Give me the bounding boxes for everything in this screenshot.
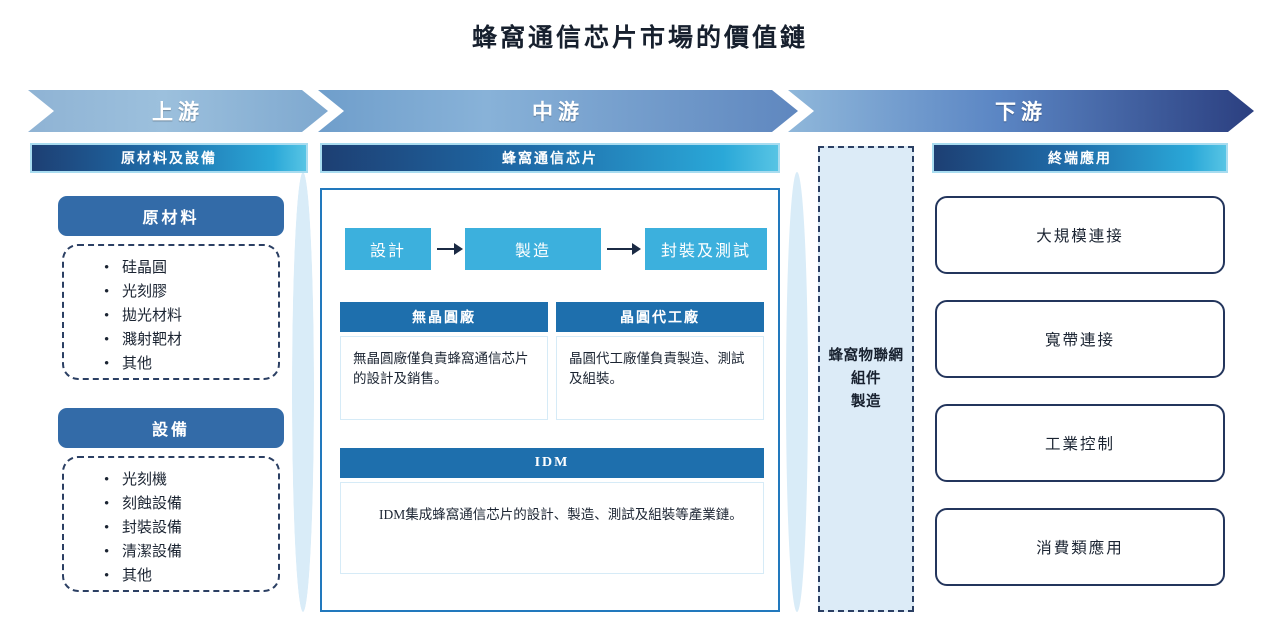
list-item: 拋光材料	[104, 304, 278, 328]
subsection-header-equipment: 設備	[58, 408, 284, 448]
application-box-massive-connectivity: 大規模連接	[935, 196, 1225, 274]
stage-banner-upstream: 上游	[28, 90, 328, 132]
list-item: 其他	[104, 564, 278, 588]
section-header-upstream: 原材料及設備	[30, 143, 308, 173]
list-item: 清潔設備	[104, 540, 278, 564]
leaf-connector-upstream-midstream	[292, 172, 314, 612]
list-item: 其他	[104, 352, 278, 376]
subsection-header-raw-materials: 原材料	[58, 196, 284, 236]
process-step-packaging-testing: 封裝及測試	[645, 228, 767, 270]
list-item: 濺射靶材	[104, 328, 278, 352]
list-item: 光刻機	[104, 468, 278, 492]
raw-materials-list: 硅晶圓 光刻膠 拋光材料 濺射靶材 其他	[62, 244, 280, 380]
panel-body-foundry: 晶圓代工廠僅負責製造、測試及組裝。	[556, 336, 764, 420]
stage-banner-midstream: 中游	[318, 90, 798, 132]
page-title: 蜂窩通信芯片市場的價值鏈	[471, 25, 808, 52]
process-step-design: 設計	[345, 228, 431, 270]
application-box-consumer-applications: 消費類應用	[935, 508, 1225, 586]
list-item: 封裝設備	[104, 516, 278, 540]
process-step-manufacture: 製造	[465, 228, 601, 270]
module-manufacturing-label: 蜂窩物聯網 組件 製造	[828, 347, 904, 410]
panel-body-fabless: 無晶圓廠僅負責蜂窩通信芯片的設計及銷售。	[340, 336, 548, 420]
flow-arrow-icon	[437, 243, 463, 255]
panel-body-idm: IDM集成蜂窩通信芯片的設計、製造、測試及組裝等產業鏈。	[340, 482, 764, 574]
section-header-midstream: 蜂窩通信芯片	[320, 143, 780, 173]
leaf-connector-midstream-downstream	[786, 172, 808, 612]
list-item: 刻蝕設備	[104, 492, 278, 516]
panel-header-fabless: 無晶圓廠	[340, 302, 548, 332]
flow-arrow-icon	[607, 243, 641, 255]
section-header-downstream: 終端應用	[932, 143, 1228, 173]
equipment-list: 光刻機 刻蝕設備 封裝設備 清潔設備 其他	[62, 456, 280, 592]
list-item: 光刻膠	[104, 280, 278, 304]
application-box-industrial-control: 工業控制	[935, 404, 1225, 482]
application-box-broadband-connectivity: 寬帶連接	[935, 300, 1225, 378]
module-manufacturing-box: 蜂窩物聯網 組件 製造	[818, 146, 914, 612]
panel-header-idm: IDM	[340, 448, 764, 478]
stage-banner-downstream: 下游	[788, 90, 1254, 132]
list-item: 硅晶圓	[104, 256, 278, 280]
panel-header-foundry: 晶圓代工廠	[556, 302, 764, 332]
